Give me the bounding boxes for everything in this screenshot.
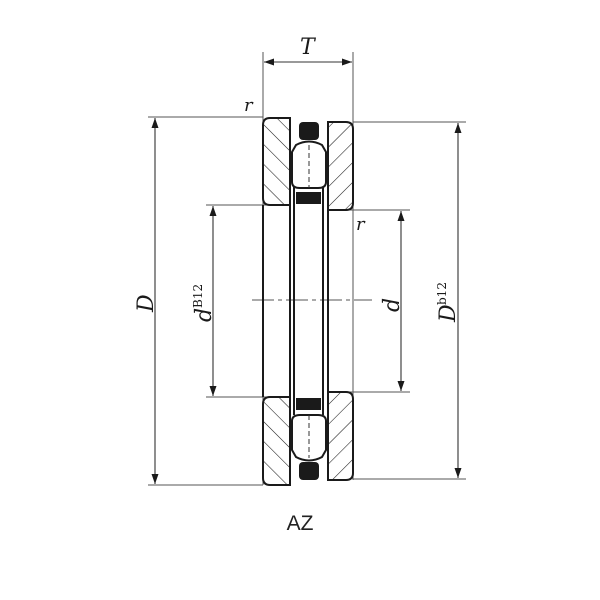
cage-block-bottom-inner — [296, 398, 321, 410]
cage-block-top-outer — [299, 122, 319, 140]
roller-cage — [291, 122, 327, 480]
dimension-lines — [151, 58, 462, 484]
svg-text:b12: b12 — [435, 282, 449, 305]
svg-text:D: D — [134, 294, 159, 313]
left-washer — [262, 117, 291, 486]
label-r-top: r — [244, 95, 254, 116]
svg-text:B12: B12 — [191, 284, 205, 308]
bearing-type-caption: AZ — [286, 512, 314, 535]
cage-block-top-inner — [296, 192, 321, 204]
svg-text:d: d — [380, 298, 405, 312]
cage-block-bottom-outer — [299, 462, 319, 480]
svg-text:D: D — [436, 304, 461, 323]
label-Db12: D b12 — [435, 282, 461, 323]
label-d: d — [380, 298, 405, 312]
label-r-right: r — [356, 214, 366, 235]
right-washer — [327, 121, 354, 481]
svg-text:d: d — [192, 308, 217, 322]
left-washer-bore — [262, 205, 291, 397]
label-T: T — [300, 35, 317, 60]
label-D: D — [134, 294, 159, 313]
roller-bottom — [291, 414, 327, 462]
label-dB12: d B12 — [191, 284, 217, 322]
